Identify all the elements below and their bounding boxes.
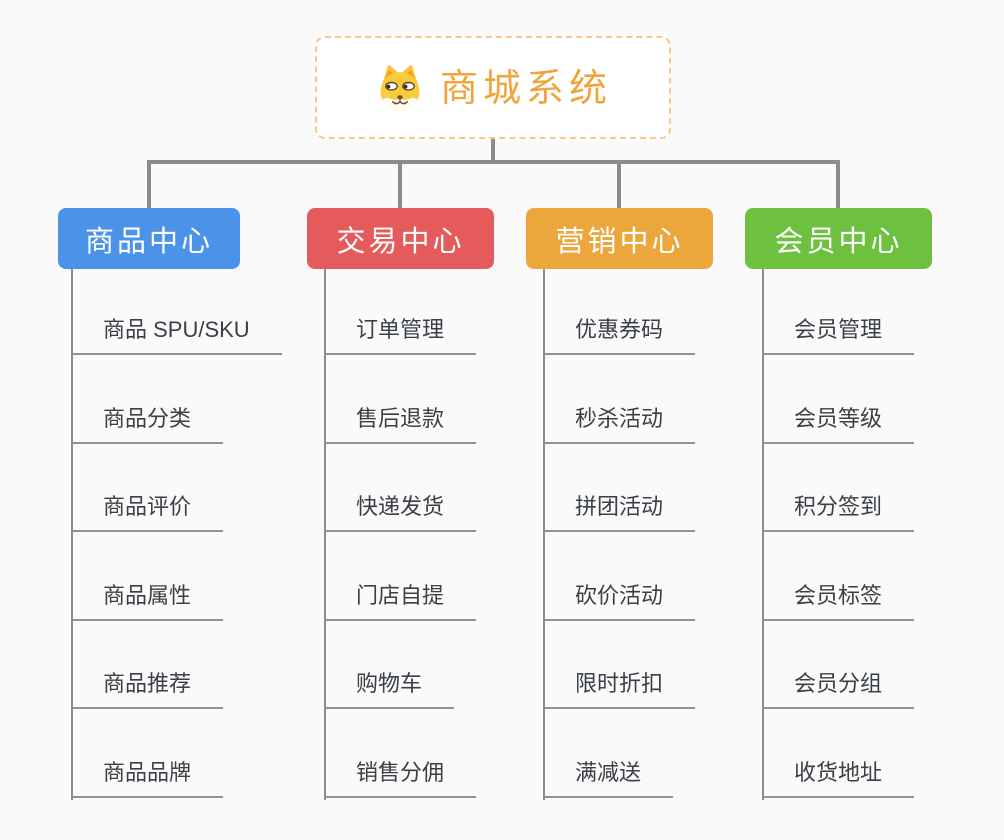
child-node[interactable]: 砍价活动 [543, 577, 696, 621]
child-node[interactable]: 商品 SPU/SKU [71, 311, 282, 355]
child-node[interactable]: 拼团活动 [543, 488, 696, 532]
child-node[interactable]: 订单管理 [324, 311, 477, 355]
branch-node-trade-center[interactable]: 交易中心 [307, 208, 494, 269]
child-node[interactable]: 商品评价 [71, 488, 224, 532]
child-node[interactable]: 积分签到 [762, 488, 915, 532]
trunk-member-center [762, 269, 764, 800]
child-node[interactable]: 会员标签 [762, 577, 915, 621]
branch-node-member-center[interactable]: 会员中心 [745, 208, 932, 269]
root-node[interactable]: 商城系统 [315, 36, 671, 139]
connector-horizontal-rail [147, 160, 840, 164]
branch-node-marketing-center[interactable]: 营销中心 [526, 208, 713, 269]
child-node[interactable]: 限时折扣 [543, 665, 696, 709]
child-node[interactable]: 快递发货 [324, 488, 477, 532]
child-node[interactable]: 秒杀活动 [543, 400, 696, 444]
dog-face-icon [380, 65, 420, 112]
child-node[interactable]: 门店自提 [324, 577, 477, 621]
root-label: 商城系统 [439, 67, 612, 110]
connector-drop-member [836, 160, 840, 208]
connector-drop-marketing [617, 160, 621, 208]
child-node[interactable]: 购物车 [324, 665, 455, 709]
child-node[interactable]: 销售分佣 [324, 754, 477, 798]
child-node[interactable]: 优惠券码 [543, 311, 696, 355]
child-node[interactable]: 商品属性 [71, 577, 224, 621]
trunk-product-center [71, 269, 73, 800]
child-node[interactable]: 会员分组 [762, 665, 915, 709]
connector-root-stub [491, 139, 495, 164]
child-node[interactable]: 满减送 [543, 754, 674, 798]
child-node[interactable]: 商品推荐 [71, 665, 224, 709]
trunk-trade-center [324, 269, 326, 800]
child-node[interactable]: 商品品牌 [71, 754, 224, 798]
connector-drop-product [147, 160, 151, 208]
child-node[interactable]: 会员管理 [762, 311, 915, 355]
child-node[interactable]: 商品分类 [71, 400, 224, 444]
trunk-marketing-center [543, 269, 545, 800]
child-node[interactable]: 会员等级 [762, 400, 915, 444]
connector-drop-trade [398, 160, 402, 208]
branch-node-product-center[interactable]: 商品中心 [58, 208, 240, 269]
child-node[interactable]: 收货地址 [762, 754, 915, 798]
child-node[interactable]: 售后退款 [324, 400, 477, 444]
